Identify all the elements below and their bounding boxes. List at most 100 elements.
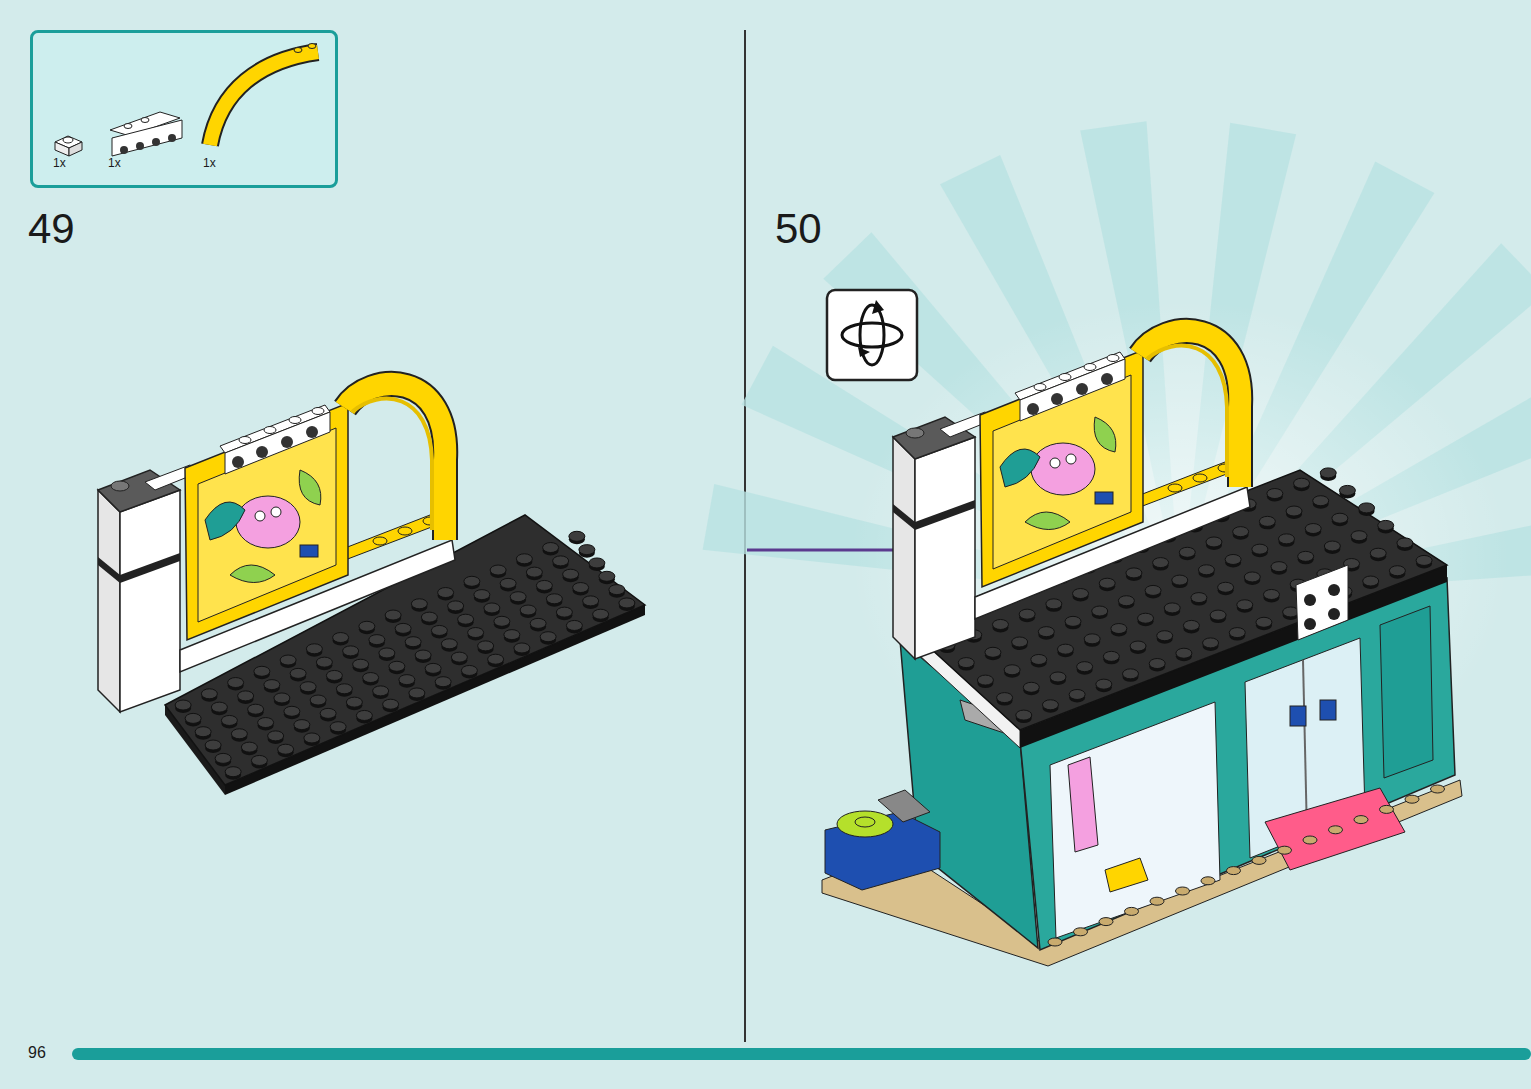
stud — [333, 633, 349, 643]
stud — [205, 740, 221, 750]
stud — [1313, 496, 1329, 506]
stud — [1271, 562, 1287, 572]
stud — [1103, 651, 1119, 661]
stud — [248, 704, 264, 714]
stud — [221, 715, 237, 725]
stud — [1048, 938, 1062, 946]
stud — [1294, 478, 1310, 488]
stud — [405, 637, 421, 647]
stud — [421, 612, 437, 622]
stud — [583, 596, 599, 606]
stud — [1074, 928, 1088, 936]
stud — [290, 668, 306, 678]
stud — [516, 554, 532, 564]
stud — [1298, 551, 1314, 561]
stud — [1339, 485, 1355, 495]
stud — [1099, 578, 1115, 588]
stud — [1145, 585, 1161, 595]
stud — [1320, 468, 1336, 478]
stud — [593, 609, 609, 619]
stud — [268, 731, 284, 741]
stud — [330, 722, 346, 732]
stud — [1283, 607, 1299, 617]
stud — [1431, 785, 1445, 793]
stud — [274, 693, 290, 703]
stud — [1179, 547, 1195, 557]
stud — [238, 691, 254, 701]
stud — [488, 654, 504, 664]
stud — [1256, 617, 1272, 627]
part-quantity: 1x — [203, 157, 216, 170]
stud — [1191, 593, 1207, 603]
stud — [399, 675, 415, 685]
stud — [589, 558, 605, 568]
stud — [383, 699, 399, 709]
stud — [379, 648, 395, 658]
stud — [520, 605, 536, 615]
stud — [1019, 609, 1035, 619]
stud — [1332, 513, 1348, 523]
stud — [1046, 599, 1062, 609]
stud — [441, 639, 457, 649]
stud — [1050, 672, 1066, 682]
stud — [346, 697, 362, 707]
stud — [1118, 596, 1134, 606]
stud — [356, 710, 372, 720]
stud — [546, 594, 562, 604]
stud — [1267, 489, 1283, 499]
stud — [1004, 665, 1020, 675]
stud — [1084, 634, 1100, 644]
stud — [280, 655, 296, 665]
stud — [1183, 620, 1199, 630]
stud — [435, 677, 451, 687]
stud — [1237, 600, 1253, 610]
stud — [494, 616, 510, 626]
stud — [310, 695, 326, 705]
stud — [510, 592, 526, 602]
stud — [490, 565, 506, 575]
stud — [343, 646, 359, 656]
stud — [1023, 682, 1039, 692]
stud — [1042, 700, 1058, 710]
stud — [1359, 503, 1375, 513]
stud — [1198, 565, 1214, 575]
stud — [201, 689, 217, 699]
stud — [1378, 520, 1394, 530]
stud — [241, 742, 257, 752]
stud — [1203, 638, 1219, 648]
stud — [1099, 918, 1113, 926]
stud — [569, 531, 585, 541]
stud — [254, 666, 270, 676]
page-number: 96 — [28, 1044, 46, 1062]
step-number: 49 — [28, 206, 75, 252]
stud — [1138, 613, 1154, 623]
stud — [1252, 856, 1266, 864]
stud — [1111, 624, 1127, 634]
stud — [195, 727, 211, 737]
stud — [1329, 826, 1343, 834]
stud — [1069, 689, 1085, 699]
stud — [185, 713, 201, 723]
stud — [563, 569, 579, 579]
stud — [1201, 877, 1215, 885]
stud — [566, 620, 582, 630]
stud — [369, 635, 385, 645]
part-quantity: 1x — [53, 157, 66, 170]
stud — [359, 621, 375, 631]
stud — [415, 650, 431, 660]
stud — [1153, 558, 1169, 568]
stud — [468, 628, 484, 638]
stud — [599, 571, 615, 581]
stud — [1057, 644, 1073, 654]
stud — [363, 673, 379, 683]
stud — [385, 610, 401, 620]
stud — [231, 729, 247, 739]
stud — [1206, 537, 1222, 547]
stud — [556, 607, 572, 617]
stud — [1370, 548, 1386, 558]
stud — [464, 576, 480, 586]
stud — [530, 618, 546, 628]
stud — [1252, 544, 1268, 554]
stud — [1278, 846, 1292, 854]
stud — [500, 578, 516, 588]
